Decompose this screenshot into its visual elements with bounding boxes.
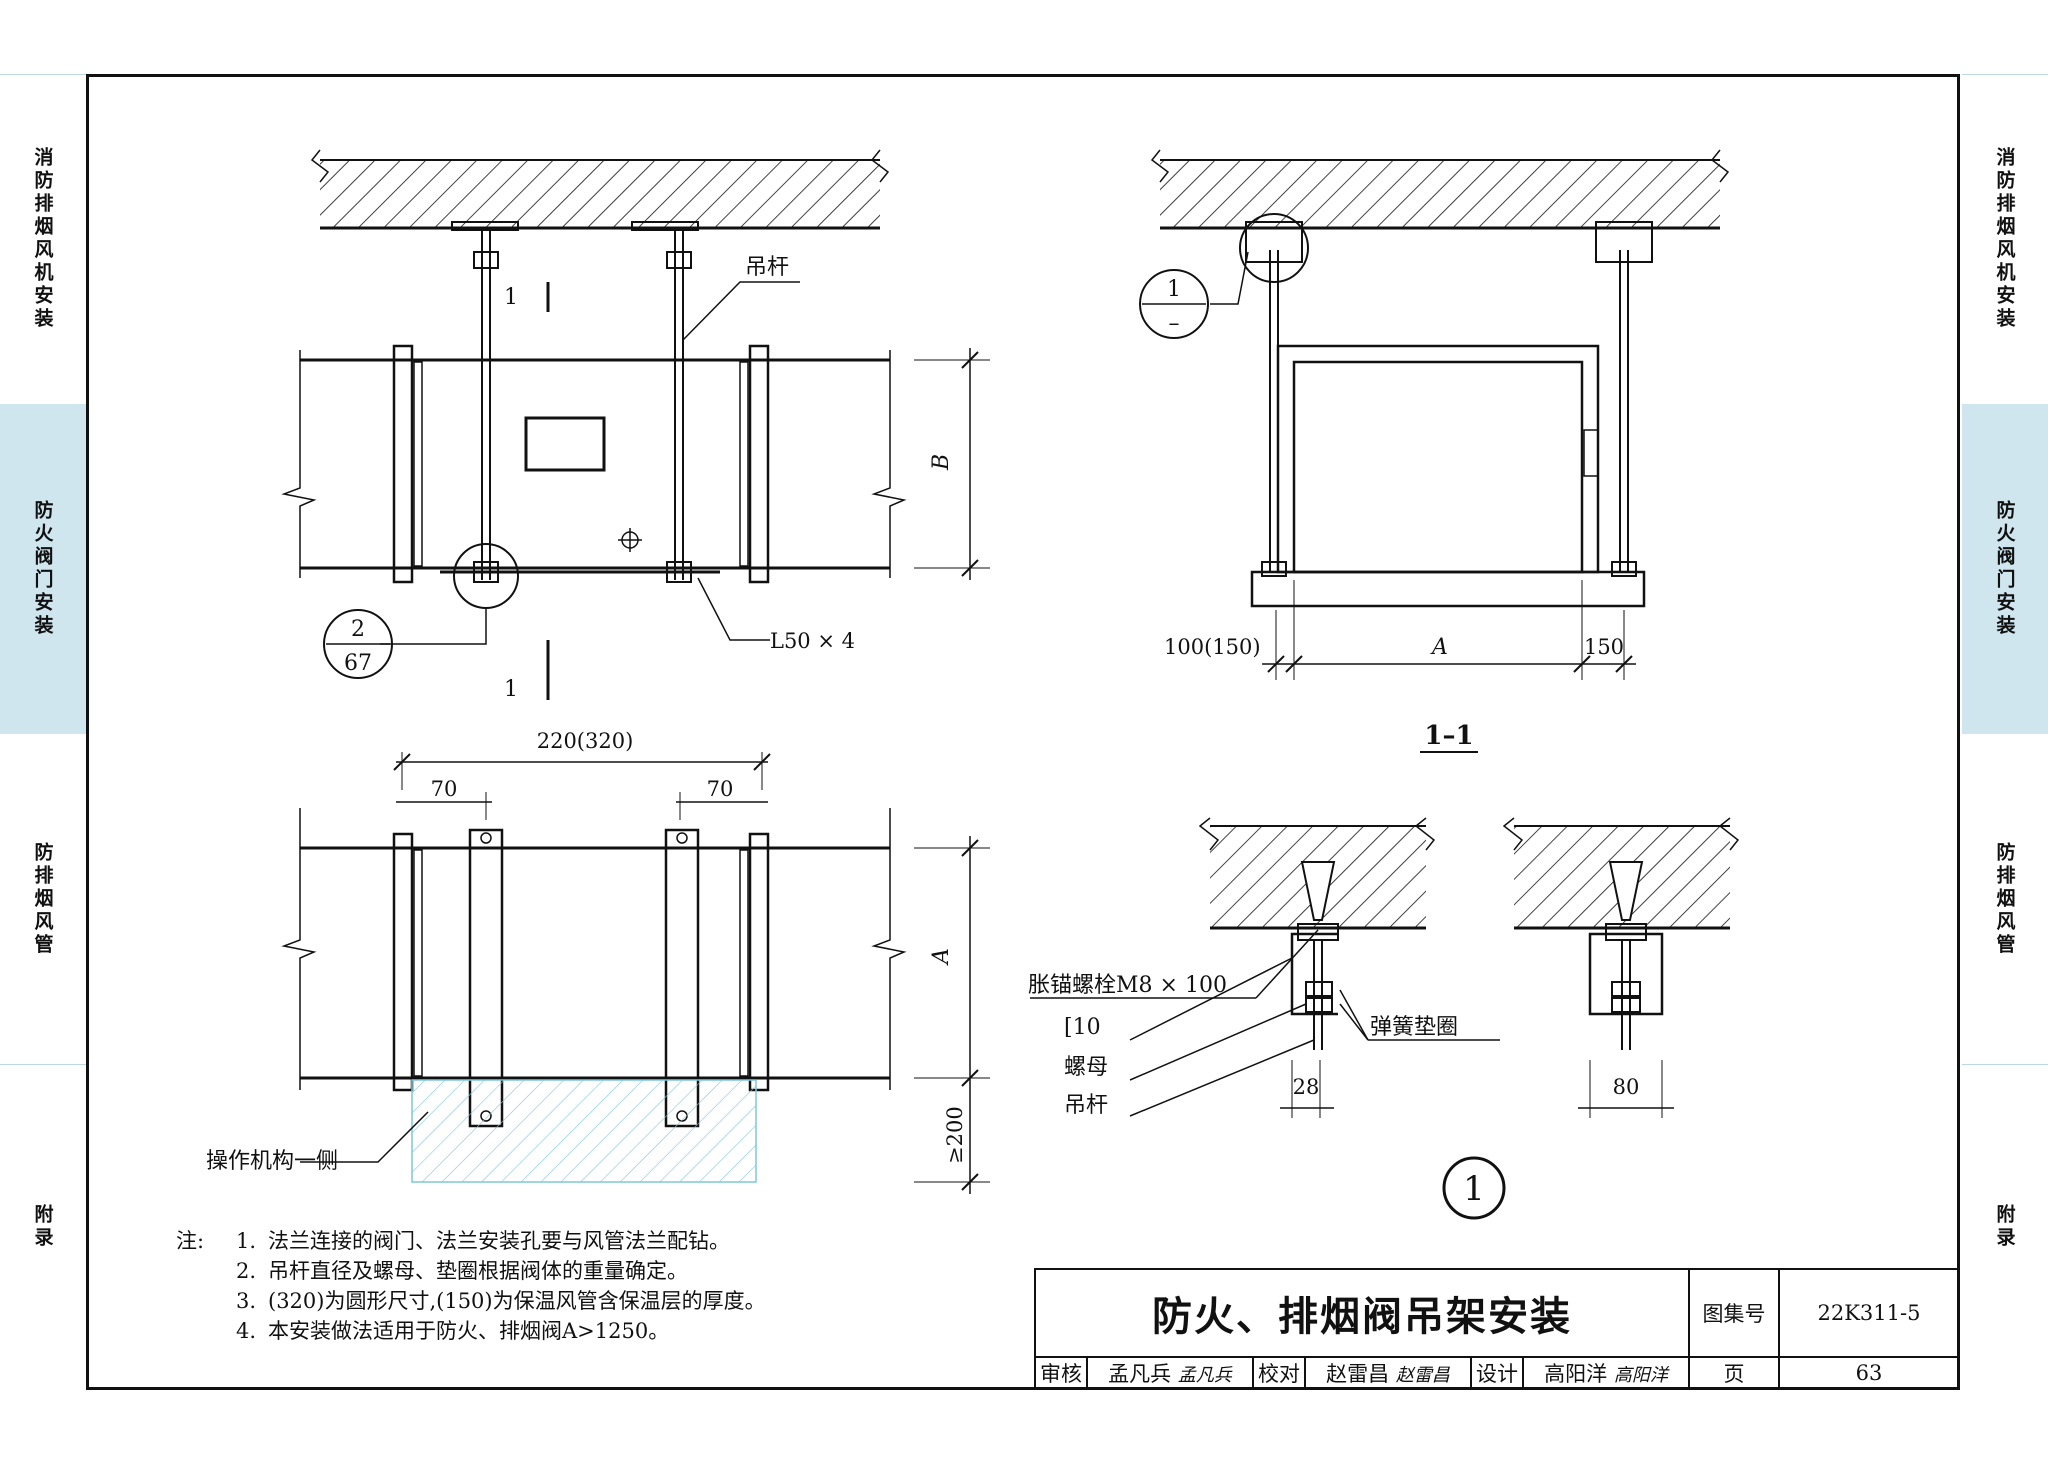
note-row: 3.(320)为圆形尺寸,(150)为保温风管含保温层的厚度。 xyxy=(236,1289,766,1313)
plan-view xyxy=(281,752,990,1194)
detail-ref-top: 2 xyxy=(351,617,365,642)
side-tab-appendix-left[interactable]: 附录 xyxy=(31,1204,54,1250)
note-row: 注:1.法兰连接的阀门、法兰安装孔要与风管法兰配钻。 xyxy=(176,1229,730,1253)
ceiling-slab xyxy=(320,160,880,228)
tab-divider xyxy=(0,1064,86,1065)
dim-clearance-label: ≥200 xyxy=(943,1106,967,1164)
top-elevation-view xyxy=(281,149,990,700)
designer-name: 高阳洋 高阳洋 xyxy=(1522,1356,1690,1390)
dim-right-label: 70 xyxy=(707,777,734,801)
side-tab-appendix-right[interactable]: 附录 xyxy=(1993,1204,2016,1250)
section-dim-right: 150 xyxy=(1584,635,1624,659)
section-detail-ref-bottom: – xyxy=(1169,311,1180,336)
detail-circle xyxy=(1239,213,1309,283)
reviewer-name: 孟凡兵 孟凡兵 xyxy=(1086,1356,1254,1390)
section-view xyxy=(1139,149,1730,753)
hanger-rod-label: 吊杆 xyxy=(745,255,789,280)
detail-ref-bubble xyxy=(323,609,393,679)
section-dim-left: 100(150) xyxy=(1164,635,1261,659)
section-title: 1–1 xyxy=(1424,721,1473,751)
detail-ref-bottom: 67 xyxy=(344,651,372,676)
title-block: 防火、排烟阀吊架安装 图集号 22K311-5 审核 孟凡兵 孟凡兵 校对 赵雷… xyxy=(1034,1268,1960,1390)
detail-circle xyxy=(453,543,519,609)
side-tab-fan-right[interactable]: 消防排烟风机安装 xyxy=(1993,147,2016,331)
dim-total-label: 220(320) xyxy=(537,729,634,753)
review-label: 审核 xyxy=(1034,1356,1088,1390)
drawing-title: 防火、排烟阀吊架安装 xyxy=(1034,1268,1690,1358)
dim-80-label: 80 xyxy=(1613,1075,1640,1099)
section-dim-a: A xyxy=(1430,635,1448,660)
page-number: 63 xyxy=(1778,1356,1960,1390)
channel-label: [10 xyxy=(1064,1015,1101,1040)
dim-left-label: 70 xyxy=(431,777,458,801)
side-tab-valve-left[interactable]: 防火阀门安装 xyxy=(0,404,86,734)
angle-steel-label: L50 × 4 xyxy=(770,629,855,653)
tab-divider xyxy=(0,74,86,75)
atlas-number: 22K311-5 xyxy=(1778,1268,1960,1358)
detail-number: 1 xyxy=(1463,1169,1485,1209)
design-label: 设计 xyxy=(1470,1356,1524,1390)
nut-label: 螺母 xyxy=(1064,1055,1108,1080)
leader-line xyxy=(697,577,770,641)
check-label: 校对 xyxy=(1252,1356,1306,1390)
detail-rod-label: 吊杆 xyxy=(1064,1093,1108,1118)
dim-a-label: A xyxy=(929,948,954,966)
leader-line xyxy=(682,281,800,341)
section-detail-ref-top: 1 xyxy=(1167,277,1181,302)
dim-b-label: B xyxy=(929,454,954,471)
side-tab-valve-right[interactable]: 防火阀门安装 xyxy=(1962,404,2048,734)
notes-block: 注:1.法兰连接的阀门、法兰安装孔要与风管法兰配钻。 2.吊杆直径及螺母、垫圈根… xyxy=(176,1226,766,1346)
leader-line xyxy=(300,1111,429,1163)
leader-line xyxy=(380,608,487,645)
drawing-frame xyxy=(86,74,1960,1390)
spring-washer-label: 弹簧垫圈 xyxy=(1370,1015,1458,1040)
section-mark-top: 1 xyxy=(504,285,518,310)
side-tab-duct-right[interactable]: 防排烟风管 xyxy=(1993,841,2016,957)
checker-signature: 赵雷昌 xyxy=(1395,1365,1450,1386)
detail-ref-bubble xyxy=(1139,269,1209,339)
side-tab-fan-left[interactable]: 消防排烟风机安装 xyxy=(31,147,54,331)
note-row: 2.吊杆直径及螺母、垫圈根据阀体的重量确定。 xyxy=(236,1259,688,1283)
page-label: 页 xyxy=(1688,1356,1780,1390)
note-row: 4.本安装做法适用于防火、排烟阀A>1250。 xyxy=(236,1319,670,1343)
ceiling-bracket xyxy=(631,221,699,231)
reviewer-signature: 孟凡兵 xyxy=(1177,1365,1232,1386)
atlas-label: 图集号 xyxy=(1688,1268,1780,1358)
tab-divider xyxy=(1962,74,2048,75)
section-mark-bottom: 1 xyxy=(504,677,518,702)
designer-signature: 高阳洋 xyxy=(1613,1365,1668,1386)
dim-28-label: 28 xyxy=(1293,1075,1320,1099)
operating-side-label: 操作机构一侧 xyxy=(206,1149,338,1174)
ceiling-slab xyxy=(1160,160,1720,228)
ceiling-bracket xyxy=(451,221,519,231)
operating-clearance-zone xyxy=(411,1079,757,1183)
anchor-bolt-label: 胀锚螺栓M8 × 100 xyxy=(1028,973,1227,998)
side-tab-duct-left[interactable]: 防排烟风管 xyxy=(31,841,54,957)
tab-divider xyxy=(1962,1064,2048,1065)
checker-name: 赵雷昌 赵雷昌 xyxy=(1304,1356,1472,1390)
detail-view xyxy=(1030,817,1740,1220)
